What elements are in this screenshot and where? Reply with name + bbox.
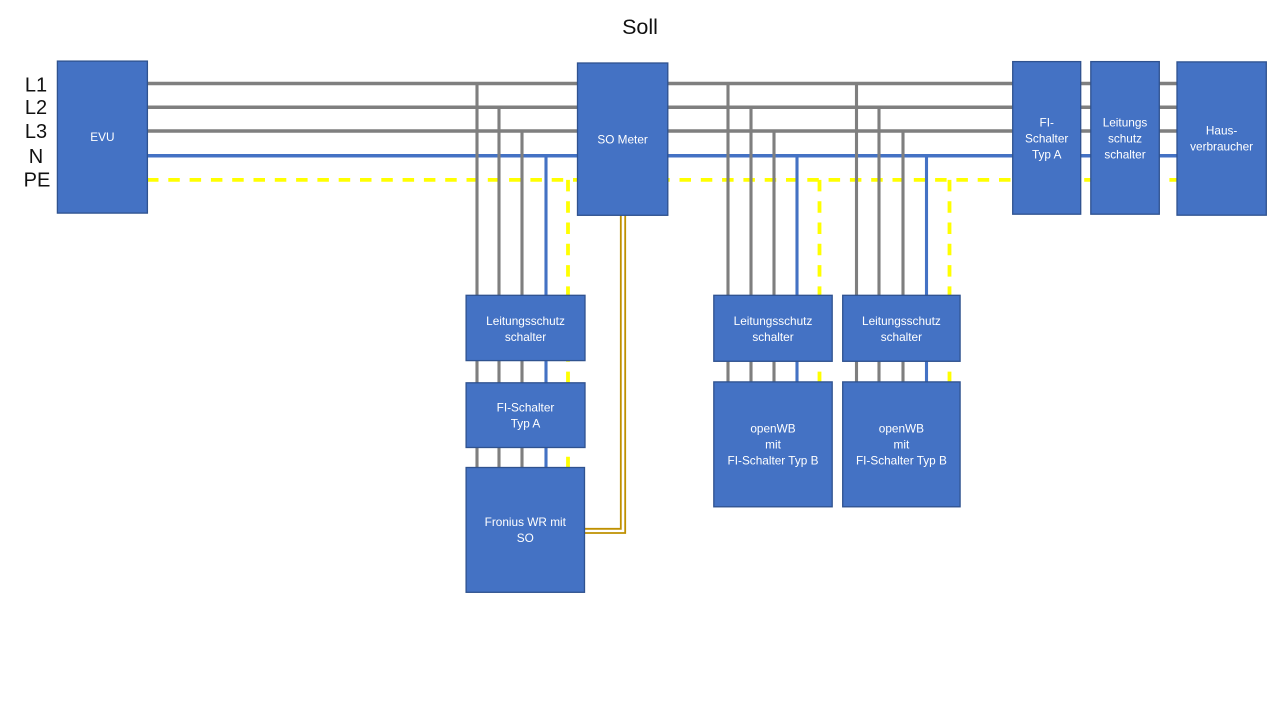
svg-text:schalter: schalter	[752, 330, 793, 344]
svg-text:schutz: schutz	[1108, 131, 1142, 145]
svg-text:FI-: FI-	[1039, 115, 1053, 129]
svg-text:Haus-: Haus-	[1206, 124, 1238, 138]
svg-text:PE: PE	[24, 170, 51, 192]
svg-text:Fronius WR mit: Fronius WR mit	[485, 515, 567, 529]
svg-text:Leitungsschutz: Leitungsschutz	[862, 314, 941, 328]
svg-text:FI-Schalter Typ B: FI-Schalter Typ B	[728, 454, 819, 468]
svg-text:Soll: Soll	[622, 15, 658, 39]
svg-text:L2: L2	[25, 97, 47, 119]
svg-text:EVU: EVU	[90, 130, 114, 144]
svg-text:schalter: schalter	[881, 330, 922, 344]
svg-text:Leitungs: Leitungs	[1103, 115, 1148, 129]
svg-text:openWB: openWB	[750, 422, 795, 436]
svg-text:Typ A: Typ A	[511, 416, 541, 430]
svg-text:SO: SO	[517, 531, 534, 545]
svg-text:schalter: schalter	[505, 330, 546, 344]
svg-text:L1: L1	[25, 75, 47, 97]
svg-text:Leitungsschutz: Leitungsschutz	[486, 314, 565, 328]
svg-text:openWB: openWB	[879, 422, 924, 436]
svg-text:Leitungsschutz: Leitungsschutz	[734, 314, 813, 328]
svg-text:mit: mit	[765, 438, 781, 452]
svg-text:L3: L3	[25, 121, 47, 143]
svg-text:verbraucher: verbraucher	[1190, 140, 1253, 154]
svg-text:FI-Schalter: FI-Schalter	[497, 400, 555, 414]
svg-text:Schalter: Schalter	[1025, 131, 1068, 145]
svg-text:Typ A: Typ A	[1032, 147, 1062, 161]
svg-text:mit: mit	[894, 438, 910, 452]
svg-text:FI-Schalter Typ B: FI-Schalter Typ B	[856, 454, 947, 468]
svg-text:SO Meter: SO Meter	[597, 132, 648, 146]
svg-text:N: N	[29, 146, 43, 168]
svg-text:schalter: schalter	[1104, 147, 1145, 161]
